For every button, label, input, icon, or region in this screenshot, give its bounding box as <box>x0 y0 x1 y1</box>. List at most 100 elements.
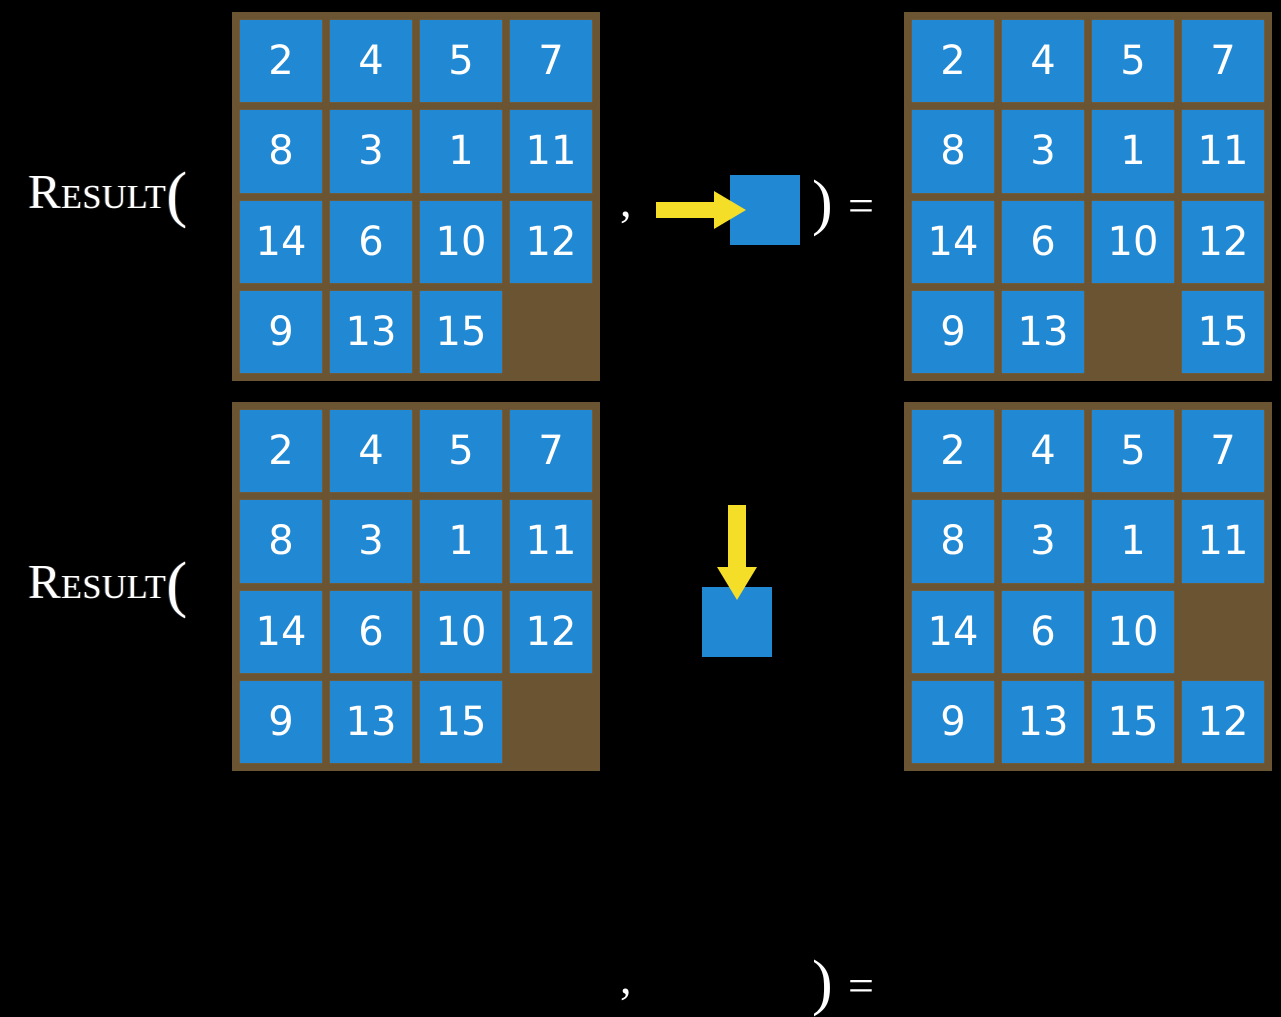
tile[interactable]: 10 <box>420 590 502 673</box>
board-cell[interactable]: 5 <box>420 20 502 103</box>
board-cell[interactable]: 6 <box>1002 200 1084 283</box>
board-cell[interactable]: 13 <box>330 290 412 373</box>
move-right-action[interactable] <box>650 160 810 260</box>
board-cell[interactable]: 15 <box>1092 680 1174 763</box>
tile[interactable]: 10 <box>1092 200 1174 283</box>
board-cell[interactable]: 3 <box>330 500 412 583</box>
tile[interactable]: 7 <box>1182 410 1264 493</box>
board-cell[interactable]: 10 <box>420 590 502 673</box>
board-cell[interactable]: 5 <box>1092 410 1174 493</box>
tile[interactable]: 4 <box>330 410 412 493</box>
tile[interactable]: 2 <box>240 410 322 493</box>
tile[interactable]: 6 <box>330 590 412 673</box>
board-cell[interactable]: 7 <box>1182 20 1264 103</box>
board-cell[interactable]: 15 <box>1182 290 1264 373</box>
tile[interactable]: 13 <box>330 680 412 763</box>
tile[interactable]: 3 <box>330 110 412 193</box>
board-cell[interactable]: 9 <box>912 290 994 373</box>
board-cell[interactable]: 9 <box>912 680 994 763</box>
board-cell[interactable]: 2 <box>912 20 994 103</box>
board-cell[interactable]: 5 <box>1092 20 1174 103</box>
tile[interactable]: 7 <box>1182 20 1264 103</box>
tile[interactable]: 8 <box>240 110 322 193</box>
tile[interactable]: 10 <box>1092 590 1174 673</box>
tile[interactable]: 9 <box>912 290 994 373</box>
board-cell[interactable]: 3 <box>1002 500 1084 583</box>
board-cell[interactable]: 11 <box>510 110 592 193</box>
board-cell[interactable]: 14 <box>912 590 994 673</box>
tile[interactable]: 4 <box>330 20 412 103</box>
tile[interactable]: 14 <box>240 590 322 673</box>
tile[interactable]: 12 <box>510 590 592 673</box>
board-cell[interactable]: 14 <box>240 590 322 673</box>
board-cell[interactable]: 1 <box>420 500 502 583</box>
board-cell[interactable]: 13 <box>1002 290 1084 373</box>
tile[interactable]: 15 <box>420 680 502 763</box>
board-cell[interactable]: 5 <box>420 410 502 493</box>
board-cell[interactable]: 1 <box>1092 110 1174 193</box>
board-cell[interactable]: 11 <box>510 500 592 583</box>
tile[interactable]: 1 <box>420 110 502 193</box>
board-cell[interactable]: 12 <box>510 590 592 673</box>
tile[interactable]: 2 <box>912 410 994 493</box>
tile[interactable]: 5 <box>420 410 502 493</box>
board-cell[interactable]: 12 <box>510 200 592 283</box>
board-cell[interactable]: 15 <box>420 290 502 373</box>
tile[interactable]: 15 <box>420 290 502 373</box>
tile[interactable]: 8 <box>912 110 994 193</box>
board-cell[interactable]: 6 <box>330 590 412 673</box>
board-cell[interactable]: 11 <box>1182 110 1264 193</box>
board-cell[interactable]: 12 <box>1182 200 1264 283</box>
tile[interactable]: 3 <box>1002 110 1084 193</box>
tile[interactable]: 10 <box>420 200 502 283</box>
board-cell[interactable]: 15 <box>420 680 502 763</box>
tile[interactable]: 1 <box>1092 500 1174 583</box>
tile[interactable]: 4 <box>1002 20 1084 103</box>
board-cell[interactable]: 13 <box>330 680 412 763</box>
tile[interactable]: 9 <box>912 680 994 763</box>
tile[interactable]: 11 <box>510 110 592 193</box>
board-cell[interactable]: 4 <box>1002 410 1084 493</box>
tile[interactable]: 5 <box>1092 20 1174 103</box>
tile[interactable]: 14 <box>240 200 322 283</box>
board-cell-blank[interactable] <box>510 291 592 373</box>
board-cell[interactable]: 3 <box>330 110 412 193</box>
board-cell[interactable]: 1 <box>420 110 502 193</box>
tile[interactable]: 11 <box>1182 110 1264 193</box>
board-cell[interactable]: 4 <box>330 20 412 103</box>
board-cell[interactable]: 8 <box>240 500 322 583</box>
board-cell[interactable]: 2 <box>912 410 994 493</box>
board-cell[interactable]: 6 <box>1002 590 1084 673</box>
board-cell[interactable]: 8 <box>912 500 994 583</box>
tile[interactable]: 15 <box>1182 290 1264 373</box>
tile[interactable]: 1 <box>1092 110 1174 193</box>
tile[interactable]: 5 <box>1092 410 1174 493</box>
board-cell[interactable]: 10 <box>420 200 502 283</box>
board-cell-blank[interactable] <box>1092 291 1174 373</box>
board-cell[interactable]: 13 <box>1002 680 1084 763</box>
tile[interactable]: 11 <box>510 500 592 583</box>
board-cell[interactable]: 9 <box>240 680 322 763</box>
tile[interactable]: 2 <box>240 20 322 103</box>
board-cell[interactable]: 7 <box>510 410 592 493</box>
board-cell[interactable]: 8 <box>912 110 994 193</box>
tile[interactable]: 13 <box>1002 290 1084 373</box>
board-cell[interactable]: 2 <box>240 20 322 103</box>
tile[interactable]: 13 <box>330 290 412 373</box>
tile[interactable]: 7 <box>510 20 592 103</box>
tile[interactable]: 12 <box>1182 680 1264 763</box>
tile[interactable]: 7 <box>510 410 592 493</box>
tile[interactable]: 14 <box>912 200 994 283</box>
tile[interactable]: 5 <box>420 20 502 103</box>
move-down-action[interactable] <box>700 505 820 665</box>
tile[interactable]: 6 <box>1002 200 1084 283</box>
tile[interactable]: 3 <box>1002 500 1084 583</box>
tile[interactable]: 1 <box>420 500 502 583</box>
board-cell-blank[interactable] <box>510 681 592 763</box>
board-cell[interactable]: 9 <box>240 290 322 373</box>
tile[interactable]: 2 <box>912 20 994 103</box>
board-cell[interactable]: 11 <box>1182 500 1264 583</box>
board-cell[interactable]: 14 <box>240 200 322 283</box>
board-cell[interactable]: 8 <box>240 110 322 193</box>
board-cell[interactable]: 7 <box>1182 410 1264 493</box>
